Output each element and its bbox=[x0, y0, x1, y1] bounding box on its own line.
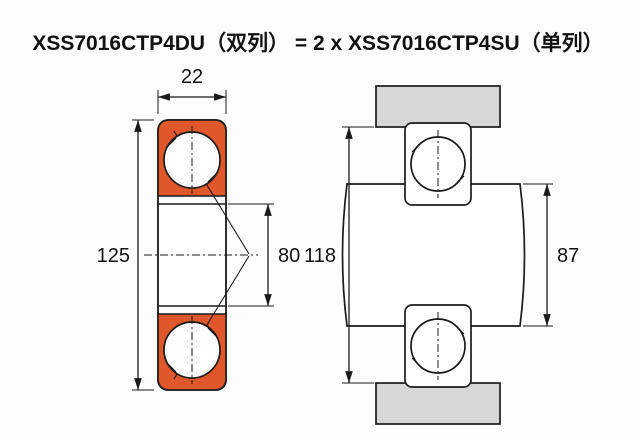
housing-top bbox=[375, 85, 501, 128]
dim-shaft-shoulder-label: 87 bbox=[557, 245, 579, 267]
dimension-bore: 80 bbox=[228, 203, 300, 307]
diagram-title: XSS7016CTP4DU（双列） = 2 x XSS7016CTP4SU（单列… bbox=[32, 31, 603, 55]
dimension-shaft-shoulder: 87 bbox=[523, 183, 579, 327]
cage-tick bbox=[165, 361, 177, 373]
cage-tick bbox=[411, 141, 423, 153]
housing-bottom bbox=[375, 382, 501, 425]
shaft bbox=[341, 183, 526, 327]
cage-tick bbox=[453, 175, 465, 187]
dim-width-label: 22 bbox=[181, 66, 203, 88]
dimension-width: 22 bbox=[157, 66, 227, 114]
cage-tick bbox=[165, 137, 177, 149]
left-view: 22 125 80 bbox=[97, 66, 300, 391]
dim-housing-shoulder-label: 118 bbox=[304, 245, 336, 267]
cage-tick bbox=[207, 327, 219, 339]
dimension-outer-diameter: 125 bbox=[97, 119, 154, 391]
cage-tick bbox=[453, 323, 465, 335]
dimension-housing-shoulder: 118 bbox=[304, 126, 374, 384]
dim-bore-label: 80 bbox=[278, 245, 300, 267]
cage-tick bbox=[411, 357, 423, 369]
right-view: 118 87 bbox=[304, 85, 579, 425]
dim-outer-diameter-label: 125 bbox=[97, 245, 130, 267]
cage-tick bbox=[207, 171, 219, 183]
